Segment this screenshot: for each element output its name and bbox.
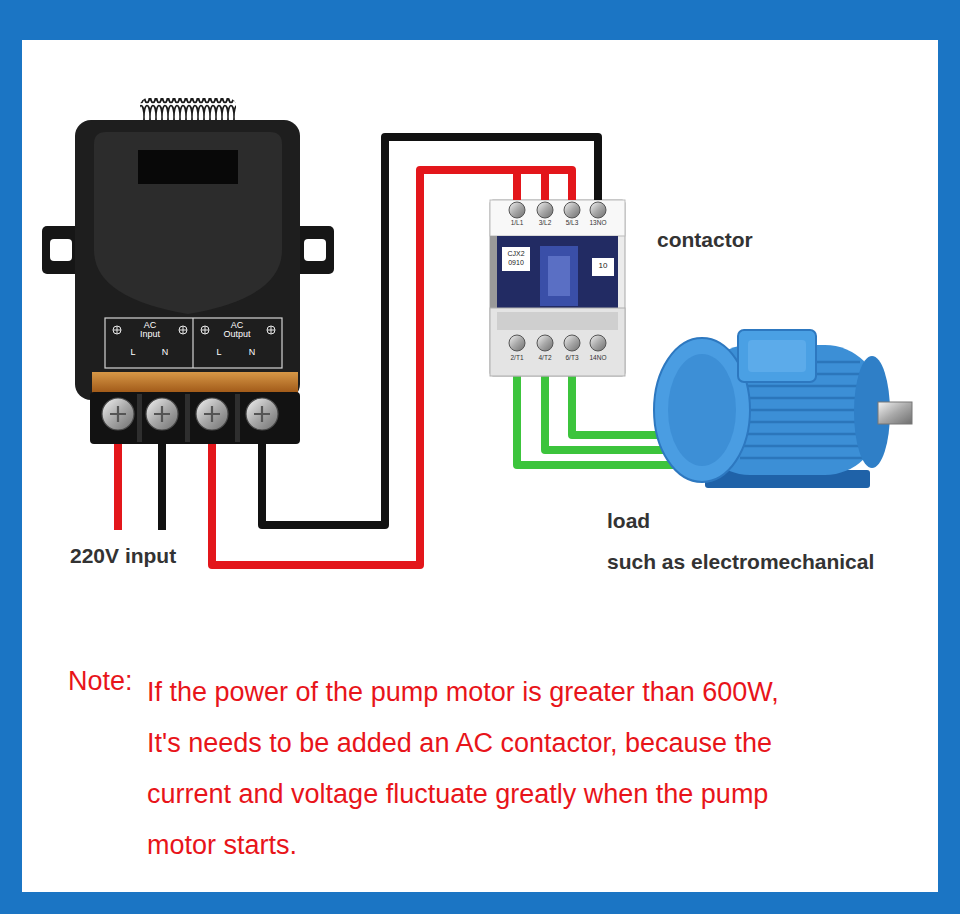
- terminal-separator: [137, 394, 142, 442]
- terminal-symbol: [267, 326, 275, 334]
- terminal-name: 5/L3: [566, 220, 579, 227]
- terminal-symbol: [201, 326, 209, 334]
- armature: [540, 246, 578, 306]
- fan-cover: [654, 338, 750, 482]
- receiver-body: [75, 120, 300, 400]
- terminal-separator: [185, 394, 190, 442]
- terminal-heading: AC Input: [136, 321, 164, 340]
- front-panel: [94, 132, 282, 314]
- input-live-wire: [114, 430, 122, 530]
- screw: [537, 202, 553, 218]
- terminal-box: [738, 330, 816, 382]
- terminal-block: [90, 392, 300, 444]
- pin-name: N: [162, 348, 169, 357]
- screw: [590, 202, 606, 218]
- model-plate: [502, 247, 530, 271]
- contactor: [490, 200, 625, 376]
- window: [138, 150, 238, 184]
- terminal-name: 4/T2: [538, 355, 551, 362]
- load-label: load: [607, 510, 650, 532]
- terminal-box-lid: [748, 340, 806, 372]
- screw-slot: [110, 406, 270, 422]
- screw: [564, 202, 580, 218]
- screw: [509, 202, 525, 218]
- side-rail: [490, 236, 497, 308]
- terminal-name: 13NO: [590, 220, 607, 227]
- pin-name: N: [249, 348, 256, 357]
- remote-receiver: AC InputLNAC OutputLN: [75, 120, 300, 452]
- shaft: [878, 402, 912, 424]
- bottom-band: [497, 312, 618, 330]
- terminal-symbol: [179, 326, 187, 334]
- contact-code: 10: [599, 262, 608, 270]
- mount-hole: [304, 239, 326, 261]
- motor: [654, 330, 912, 488]
- note-text: If the power of the pump motor is greate…: [147, 667, 802, 871]
- fan-cover-inner: [668, 354, 736, 466]
- part-label: contactor: [657, 229, 753, 251]
- screw: [509, 335, 525, 351]
- top-terminal-row: [490, 200, 625, 236]
- model-number: CJX2: [507, 250, 524, 257]
- armature-tab: [548, 256, 570, 296]
- terminal-symbol: [179, 326, 187, 334]
- amber-cover: [92, 372, 298, 394]
- contactor-body: [490, 200, 625, 376]
- pin-name: L: [130, 348, 135, 357]
- input-wires: [118, 430, 262, 530]
- input-label: 220V input: [70, 545, 176, 567]
- contact-plate: [592, 258, 614, 276]
- terminal-symbol: [113, 326, 121, 334]
- remote-receiver: [42, 98, 334, 444]
- screw: [564, 335, 580, 351]
- terminal-symbol: [113, 326, 121, 334]
- label-divider: [192, 318, 193, 368]
- terminal-separator: [235, 394, 240, 442]
- terminal-name: 3/L2: [539, 220, 552, 227]
- terminal-screws: [102, 398, 278, 430]
- contactor-screws: [509, 202, 606, 351]
- terminal-symbol: [267, 326, 275, 334]
- terminal-name: 1/L1: [511, 220, 524, 227]
- label-frame: [105, 318, 282, 368]
- terminal-name: 6/T3: [565, 355, 578, 362]
- terminal-heading: AC Output: [220, 321, 254, 340]
- pin-name: L: [216, 348, 221, 357]
- terminal-name: 14NO: [590, 355, 607, 362]
- note-heading: Note:: [68, 667, 133, 695]
- terminal-name: 2/T1: [510, 355, 523, 362]
- bottom-terminal-row: [490, 308, 625, 376]
- coil-housing: [497, 236, 618, 308]
- contactor: 1/L1 3/L2 5/L3 13NO CJX2 0910 10 2/T1 4/T2 6/T3 14…: [490, 200, 625, 378]
- screw: [537, 335, 553, 351]
- terminal-symbol: [201, 326, 209, 334]
- load-description: such as electromechanical: [607, 551, 874, 573]
- input-neutral-wire: [158, 430, 166, 530]
- model-number: 0910: [508, 259, 524, 266]
- neutral-wire: [262, 137, 598, 525]
- earth-symbols: [113, 326, 275, 334]
- mount-hole: [50, 239, 72, 261]
- screw: [590, 335, 606, 351]
